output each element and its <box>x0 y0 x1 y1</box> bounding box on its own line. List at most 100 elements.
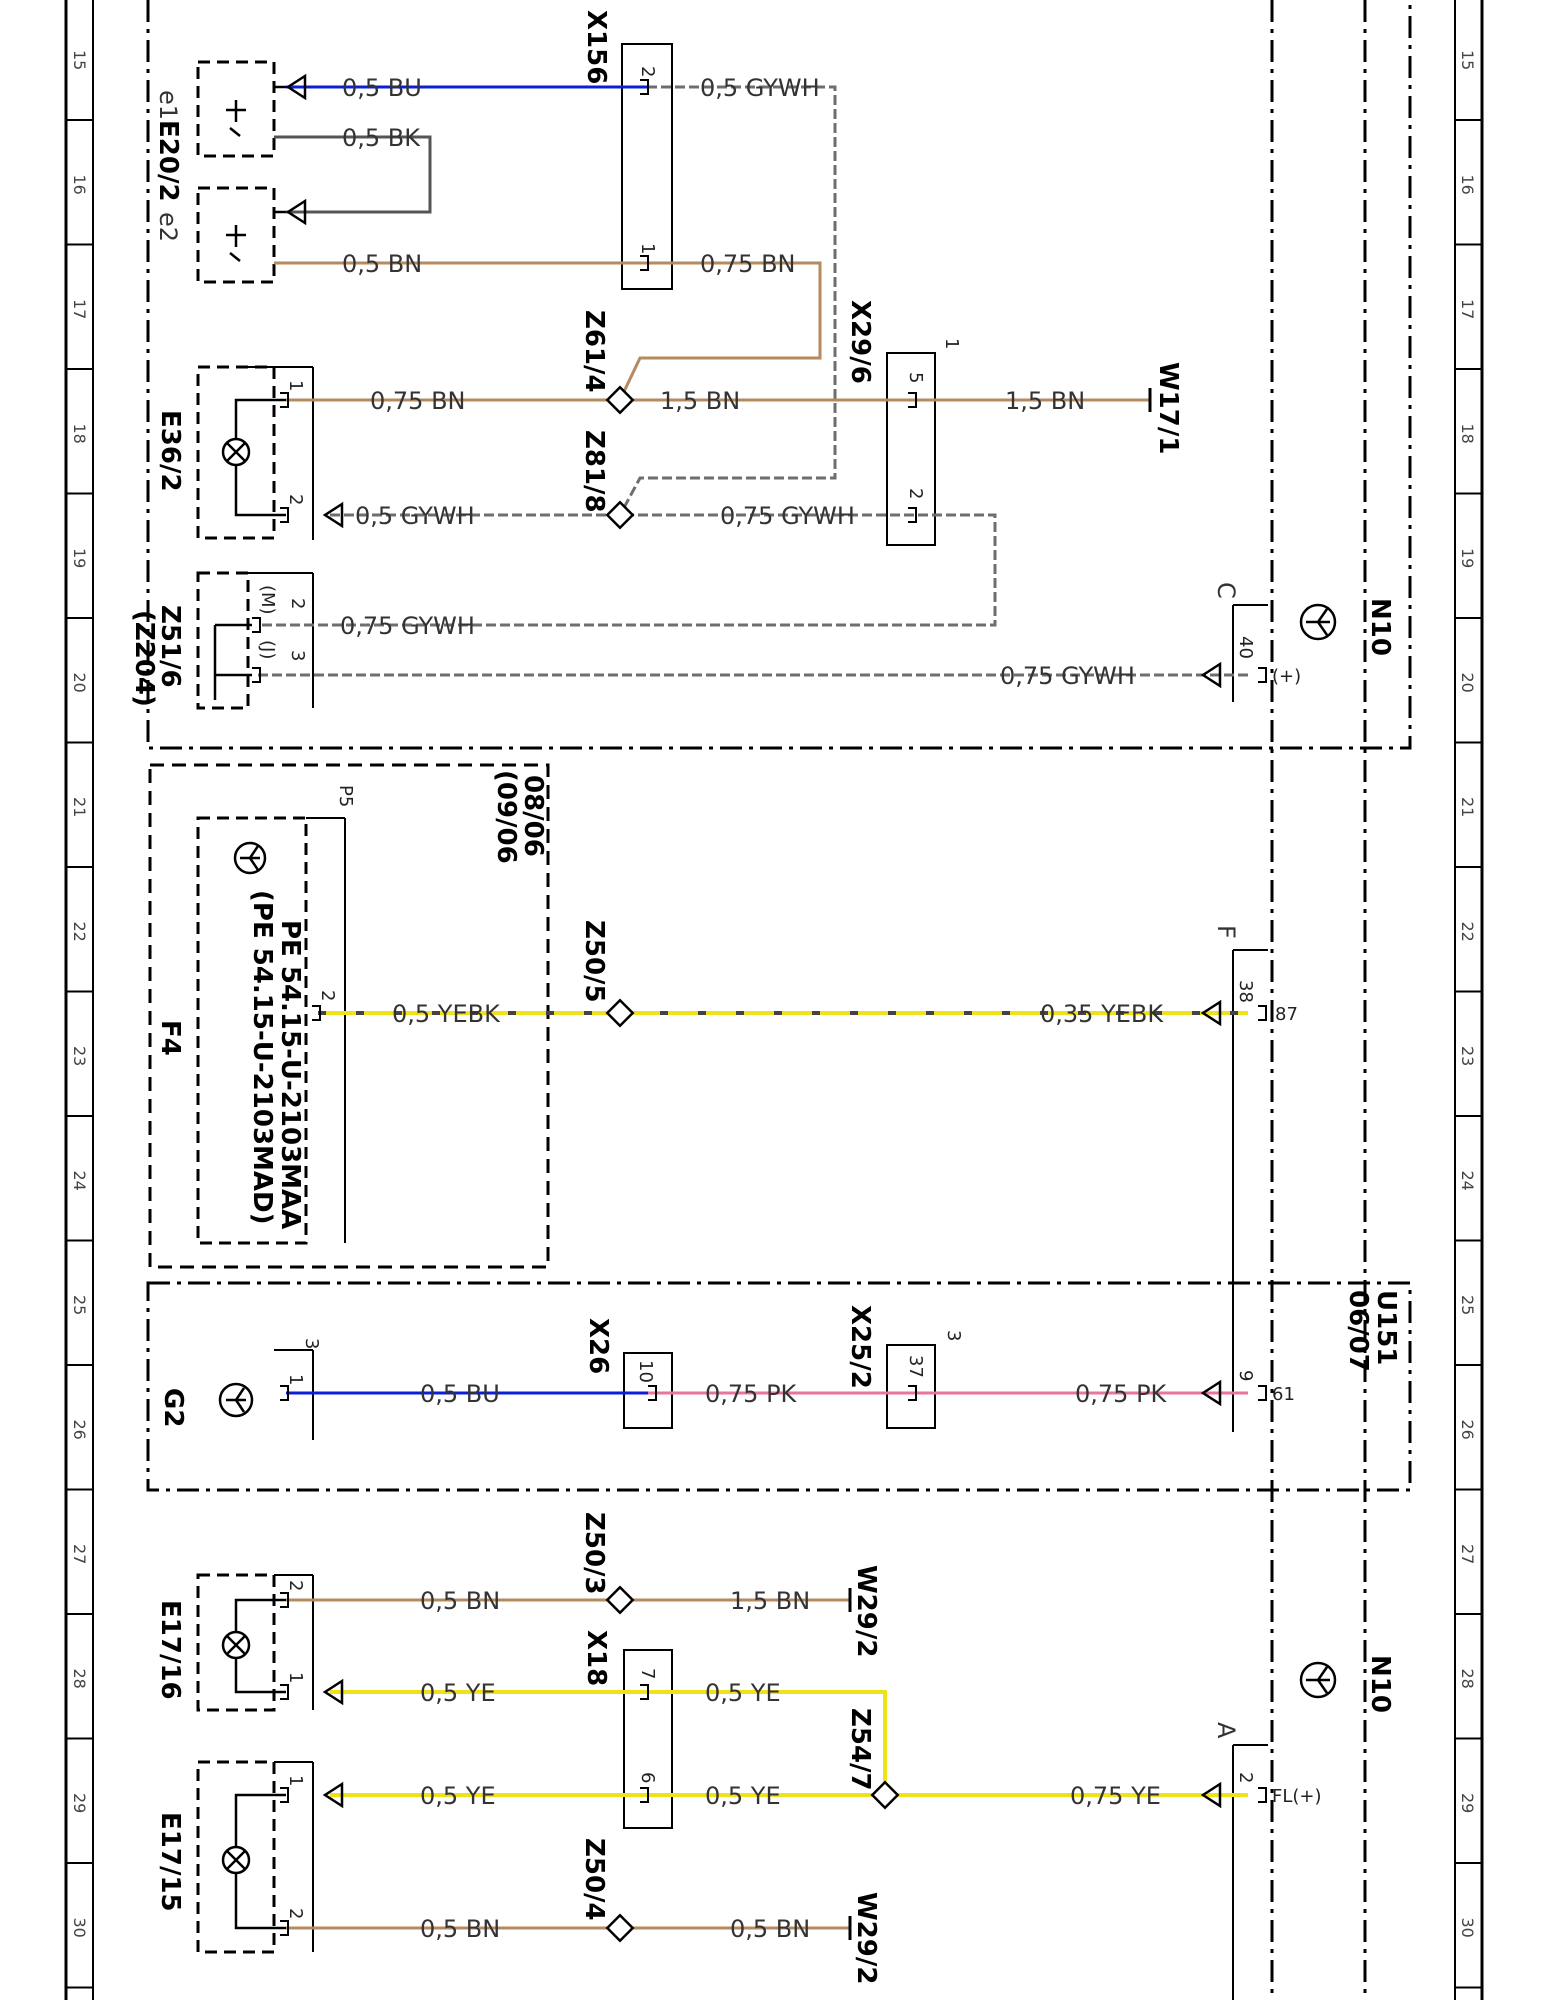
wire-label: 0,5 YE <box>705 1782 781 1810</box>
wire-bn-075 <box>618 261 822 401</box>
pin-label: 10 <box>635 1360 656 1383</box>
ruler-number: 17 <box>70 299 89 319</box>
g2-label: G2 <box>158 1388 188 1427</box>
ruler-number: 18 <box>1458 424 1477 444</box>
splice-z81-8 <box>605 500 635 530</box>
wire-label: 1,5 BN <box>660 387 740 415</box>
pin-labels: 2 1 1 2 5 2 2 3 (M) (J) 40 (+) 2 38 87 1… <box>257 66 1322 1919</box>
x25-2-num: 3 <box>943 1330 964 1341</box>
gauge-icon-n10-a <box>1299 603 1337 641</box>
date-range-2: (09/06 <box>491 770 521 864</box>
gauge-icon-n10-b <box>1299 1661 1337 1699</box>
gauge-icon-g2 <box>218 1382 254 1418</box>
wire-label: 0,75 GYWH <box>720 502 855 530</box>
ruler-number: 22 <box>1458 922 1477 942</box>
ruler-number: 22 <box>70 922 89 942</box>
pin-label: 2 <box>285 494 306 505</box>
e17-16-label: E17/16 <box>155 1600 185 1700</box>
wire-label: 0,5 BU <box>342 74 422 102</box>
e20-2-label: E20/2 <box>153 120 183 202</box>
wires <box>258 85 1248 1930</box>
x25-2-label: X25/2 <box>845 1305 875 1389</box>
f4-label: F4 <box>155 1020 185 1056</box>
z54-7-label: Z54/7 <box>845 1708 875 1791</box>
n10-a-pin-label: A <box>1212 1722 1240 1739</box>
pin-label: (J) <box>257 640 278 659</box>
pin-label: 2 <box>905 488 926 499</box>
wire-labels: 0,5 BU 0,5 GYWH 0,5 BK 0,5 BN 0,75 BN 0,… <box>340 74 1168 1943</box>
z204-label: (Z204) <box>129 610 159 707</box>
switch-icon-e1 <box>226 100 246 137</box>
wire-label: 0,75 GYWH <box>340 612 475 640</box>
wire-label: 0,75 PK <box>705 1380 798 1408</box>
connector-housings <box>246 43 1268 2000</box>
pe-ref-1: PE 54.15-U-2103MAA <box>275 920 305 1229</box>
pin-label: 2 <box>285 1580 306 1591</box>
ruler-number: 29 <box>1458 1793 1477 1813</box>
pe-ref-2: (PE 54.15-U-2103MAD) <box>247 890 277 1225</box>
pin-label: FL(+) <box>1272 1786 1322 1807</box>
component-symbols <box>213 85 1337 1930</box>
n10-label-a: N10 <box>1365 598 1395 656</box>
pin-label: 6 <box>637 1772 658 1783</box>
e36-2-label: E36/2 <box>155 410 185 492</box>
wire-label: 0,5 BK <box>342 124 421 152</box>
ruler-number: 19 <box>70 548 89 568</box>
wire-gywh-e36 <box>258 513 997 627</box>
pin-label: 1 <box>285 380 306 391</box>
ruler-number: 27 <box>1458 1544 1477 1564</box>
n10-c-label: C <box>1212 582 1240 599</box>
wire-label: 1,5 BN <box>730 1587 810 1615</box>
wire-label: 0,35 YEBK <box>1040 1000 1164 1028</box>
n10-f-label: F <box>1212 925 1240 939</box>
wire-label: 0,5 YE <box>705 1679 781 1707</box>
wire-label: 0,5 BN <box>342 250 422 278</box>
switch-icon-e2 <box>226 225 246 262</box>
ruler-number: 17 <box>1458 299 1477 319</box>
wire-label: 0,5 YEBK <box>392 1000 501 1028</box>
pin-label: 9 <box>1235 1370 1256 1381</box>
w17-1-label: W17/1 <box>1153 362 1183 454</box>
lamp-icon-e36 <box>221 398 286 517</box>
z81-8-label: Z81/8 <box>579 430 609 513</box>
e17-15-label: E17/15 <box>155 1812 185 1912</box>
w29-2b-label: W29/2 <box>851 1892 881 1984</box>
pin-label: (M) <box>257 585 278 615</box>
ruler-number: 28 <box>70 1669 89 1689</box>
n10-label-b: N10 <box>1365 1655 1395 1713</box>
ruler-number: 28 <box>1458 1669 1477 1689</box>
pin-label: 2 <box>285 1908 306 1919</box>
ruler-number: 23 <box>70 1046 89 1066</box>
ruler-number: 20 <box>70 673 89 693</box>
area-frames <box>146 0 1412 2000</box>
ruler-number: 30 <box>70 1918 89 1938</box>
pin-label: 37 <box>905 1355 926 1378</box>
pin-label: 1 <box>637 243 658 254</box>
ruler-number: 20 <box>1458 673 1477 693</box>
ruler-number: 21 <box>70 797 89 817</box>
wire-label: 0,5 GYWH <box>355 502 475 530</box>
ruler-number: 19 <box>1458 548 1477 568</box>
ruler-number: 23 <box>1458 1046 1477 1066</box>
pin-label: 2 <box>287 598 308 609</box>
z61-4-label: Z61/4 <box>579 310 609 393</box>
x29-6-label: X29/6 <box>845 300 875 384</box>
pin-label: 3 <box>287 650 308 661</box>
w29-2a-label: W29/2 <box>851 1565 881 1657</box>
wire-label: 1,5 BN <box>1005 387 1085 415</box>
pin-label: 61 <box>1272 1384 1295 1405</box>
wire-gywh-top <box>618 85 837 516</box>
wire-label: 0,5 GYWH <box>700 74 820 102</box>
wire-label: 0,5 YE <box>420 1679 496 1707</box>
wire-label: 0,75 GYWH <box>1000 662 1135 690</box>
ruler-number: 26 <box>1458 1420 1477 1440</box>
ruler-number: 29 <box>70 1793 89 1813</box>
splice-z61-4 <box>605 385 635 415</box>
z50-4-label: Z50/4 <box>579 1838 609 1921</box>
z51-6-label: Z51/6 <box>155 605 185 688</box>
date-range-1: 08/06 <box>518 775 548 857</box>
ruler-number: 24 <box>1458 1171 1477 1191</box>
pin-label: 5 <box>905 372 926 383</box>
